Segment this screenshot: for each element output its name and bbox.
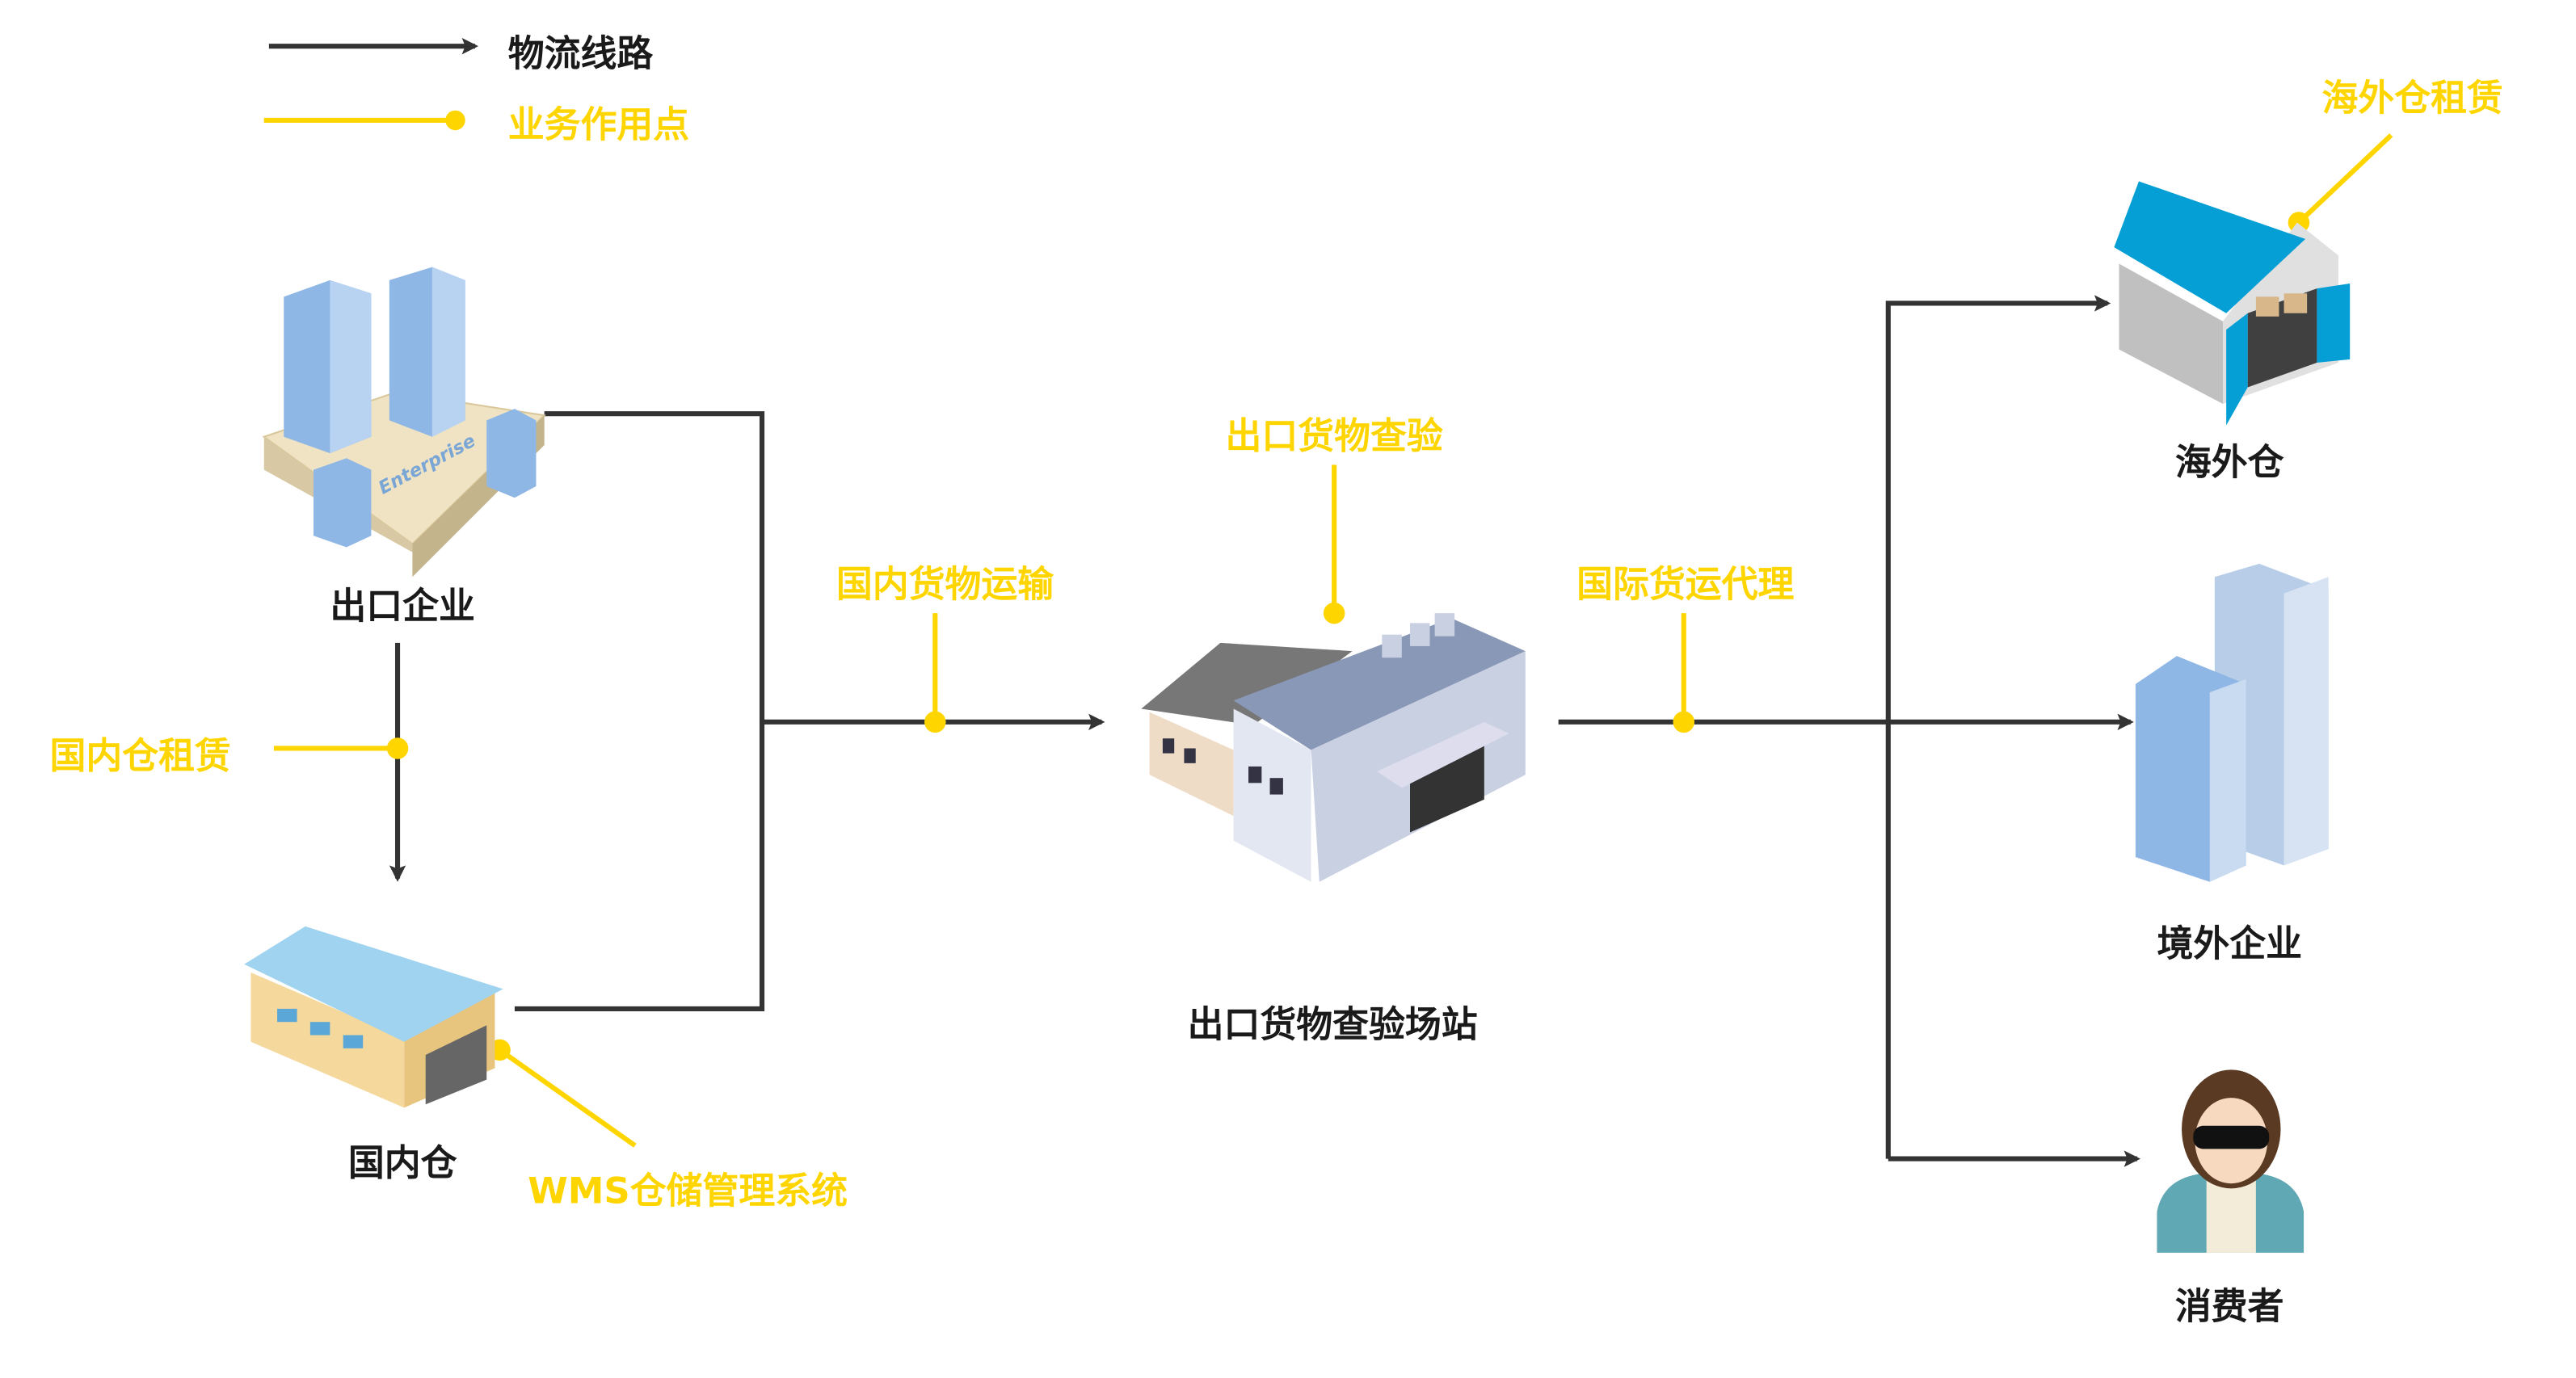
business-point-export-inspection: 出口货物查验 <box>1226 414 1443 624</box>
consumer-avatar-icon <box>2157 1069 2305 1253</box>
legend-route-label: 物流线路 <box>508 32 654 75</box>
business-dot <box>924 711 946 733</box>
node-label-domestic-warehouse: 国内仓 <box>348 1141 457 1184</box>
business-label: 出口货物查验 <box>1226 414 1443 457</box>
overseas-warehouse-icon <box>2114 181 2351 426</box>
sunglasses-icon <box>2193 1125 2270 1149</box>
legend-business-dot <box>445 110 465 131</box>
business-label: 国际货运代理 <box>1576 563 1794 606</box>
business-label: 国内货物运输 <box>836 563 1054 606</box>
node-label-overseas-warehouse: 海外仓 <box>2175 441 2284 484</box>
business-point-freight-agency: 国际货运代理 <box>1576 563 1795 733</box>
inspection-station-icon <box>1141 613 1526 882</box>
route-to-overseas-warehouse <box>1885 295 2111 1159</box>
business-label: WMS仓储管理系统 <box>528 1170 848 1212</box>
business-dot <box>1323 602 1345 624</box>
business-dot <box>1673 711 1695 733</box>
node-label-export-enterprise: 出口企业 <box>330 584 474 627</box>
domestic-warehouse-icon <box>244 926 503 1108</box>
route-enterprise-warehouse-merge <box>514 411 765 1011</box>
business-point-wms: WMS仓储管理系统 <box>489 1039 848 1212</box>
overseas-enterprise-icon <box>2135 563 2329 882</box>
legend: 物流线路 业务作用点 <box>263 32 689 145</box>
node-label-overseas-enterprise: 境外企业 <box>2157 922 2302 965</box>
legend-business-label: 业务作用点 <box>508 103 689 145</box>
node-label-consumer: 消费者 <box>2175 1285 2284 1328</box>
business-label: 国内仓租赁 <box>49 734 230 777</box>
business-dot <box>386 737 409 759</box>
node-label-inspection-station: 出口货物查验场站 <box>1188 1003 1478 1046</box>
route-lines <box>389 295 2141 1167</box>
enterprise-building-icon: Enterprise <box>262 267 546 578</box>
business-point-overseas-lease: 海外仓租赁 <box>2288 77 2503 233</box>
business-point-domestic-lease: 国内仓租赁 <box>49 734 409 777</box>
business-point-domestic-transport: 国内货物运输 <box>836 563 1054 733</box>
business-label: 海外仓租赁 <box>2322 77 2503 120</box>
